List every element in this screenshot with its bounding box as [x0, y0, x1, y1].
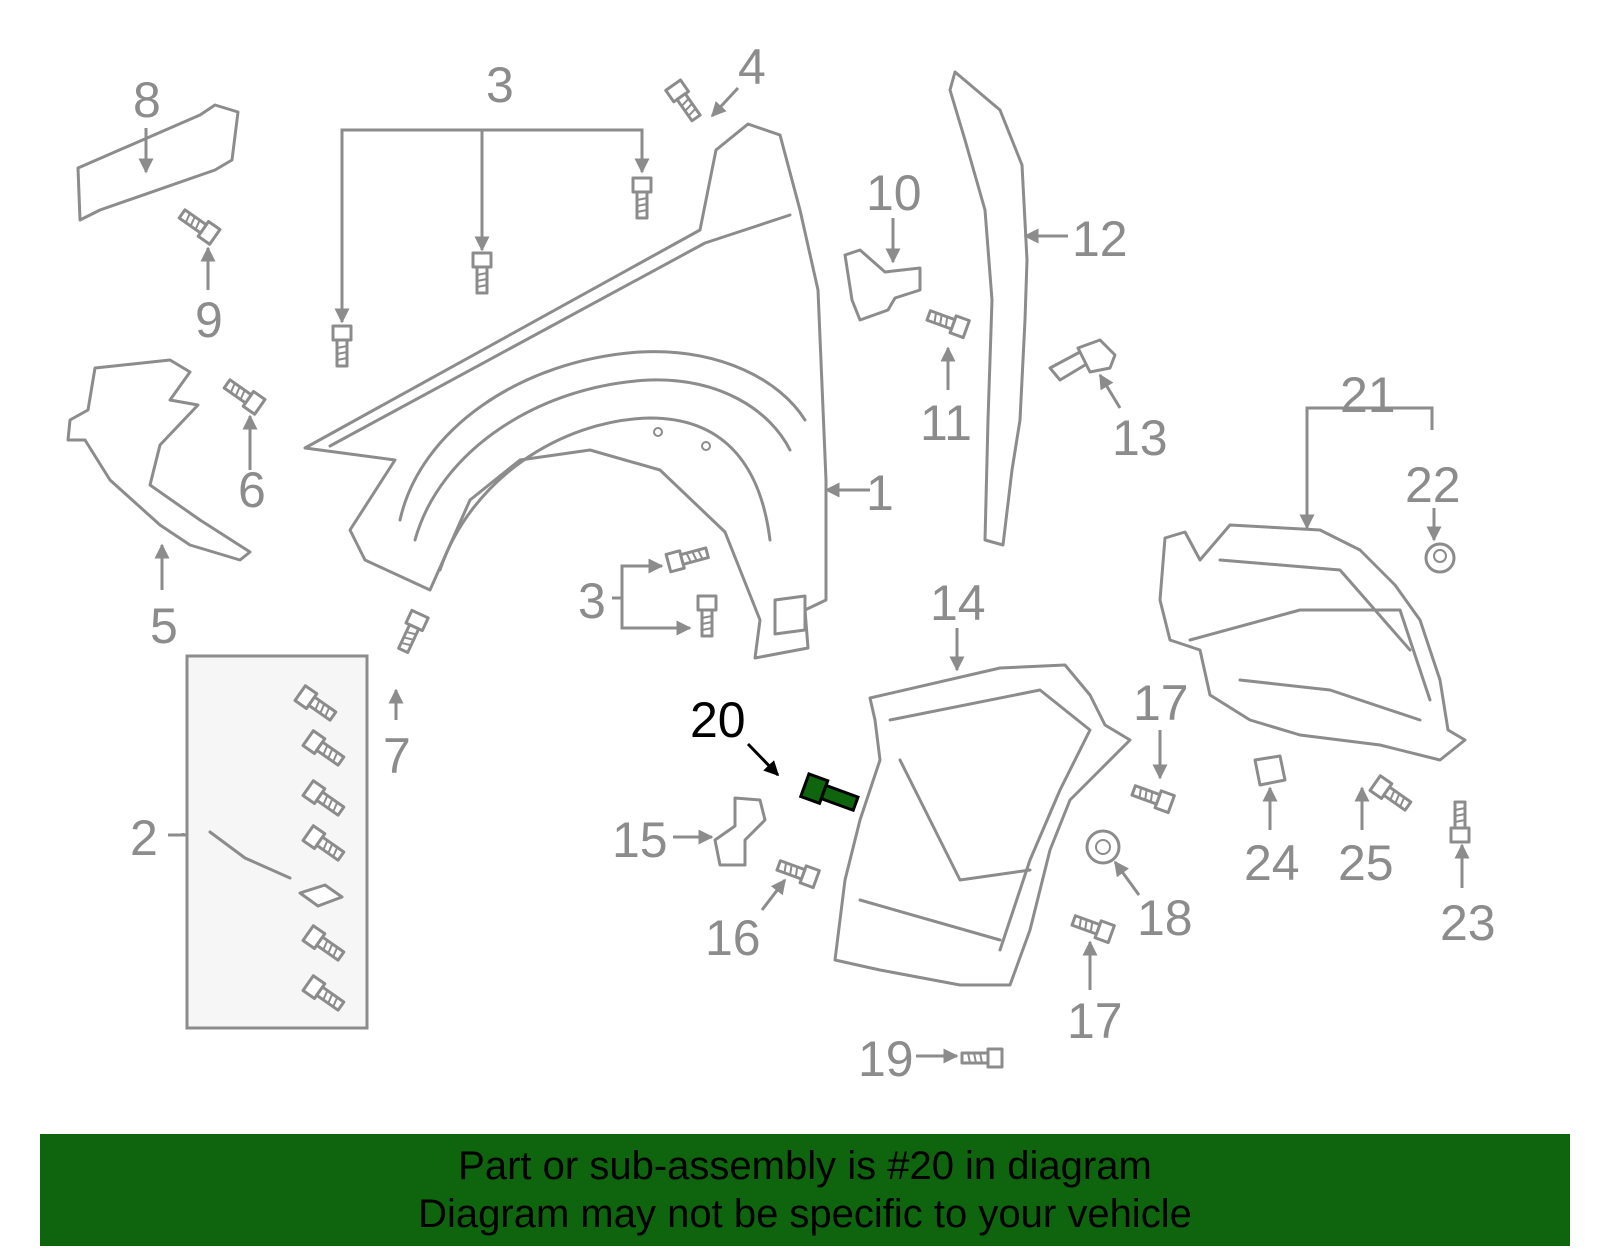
fender	[303, 122, 828, 660]
bolt-20-highlighted	[798, 772, 860, 813]
callout-13: 13	[1112, 410, 1168, 466]
callout-8: 8	[133, 72, 161, 128]
fender-liner-14	[833, 663, 1132, 987]
bracket-8	[76, 103, 240, 222]
callout-14: 14	[930, 575, 986, 631]
callout-10: 10	[866, 165, 922, 221]
callout-23: 23	[1440, 895, 1496, 951]
callout-2: 2	[130, 810, 158, 866]
callout-5: 5	[150, 598, 178, 654]
callout-6: 6	[238, 462, 266, 518]
callout-1: 1	[866, 465, 894, 521]
bracket-10	[843, 248, 922, 322]
banner-line-2: Diagram may not be specific to your vehi…	[418, 1192, 1192, 1236]
callout-17-upper: 17	[1133, 675, 1189, 731]
callout-9: 9	[195, 292, 223, 348]
wheelhouse-liner-21	[1158, 523, 1467, 762]
callout-4: 4	[738, 39, 766, 95]
seal-strip-12	[948, 70, 1029, 547]
callout-24: 24	[1244, 835, 1300, 891]
callout-3-lower: 3	[578, 573, 606, 629]
banner-line-1: Part or sub-assembly is #20 in diagram	[458, 1144, 1152, 1188]
fasteners	[175, 78, 1471, 1069]
info-banner: Part or sub-assembly is #20 in diagram D…	[40, 1134, 1570, 1246]
callout-25: 25	[1338, 835, 1394, 891]
callout-labels: 1 2 3 3 4 5 6 7 8 9 10 11 12 13 14 15 16…	[130, 39, 1496, 1087]
leader-lines	[138, 86, 1470, 1064]
callout-17-lower: 17	[1067, 993, 1123, 1049]
bracket-15	[713, 796, 767, 867]
callout-20: 20	[690, 692, 746, 748]
callout-16: 16	[705, 910, 761, 966]
callout-21: 21	[1340, 367, 1396, 423]
callout-3-top: 3	[486, 57, 514, 113]
callout-18: 18	[1137, 890, 1193, 946]
bracket-5	[66, 358, 252, 562]
callout-12: 12	[1072, 211, 1128, 267]
callout-19: 19	[858, 1031, 914, 1087]
callout-22: 22	[1405, 457, 1461, 513]
callout-7: 7	[383, 728, 411, 784]
hardware-kit-box	[185, 654, 369, 1030]
callout-11: 11	[920, 395, 972, 451]
callout-15: 15	[612, 812, 668, 868]
clip-13	[1048, 338, 1117, 382]
